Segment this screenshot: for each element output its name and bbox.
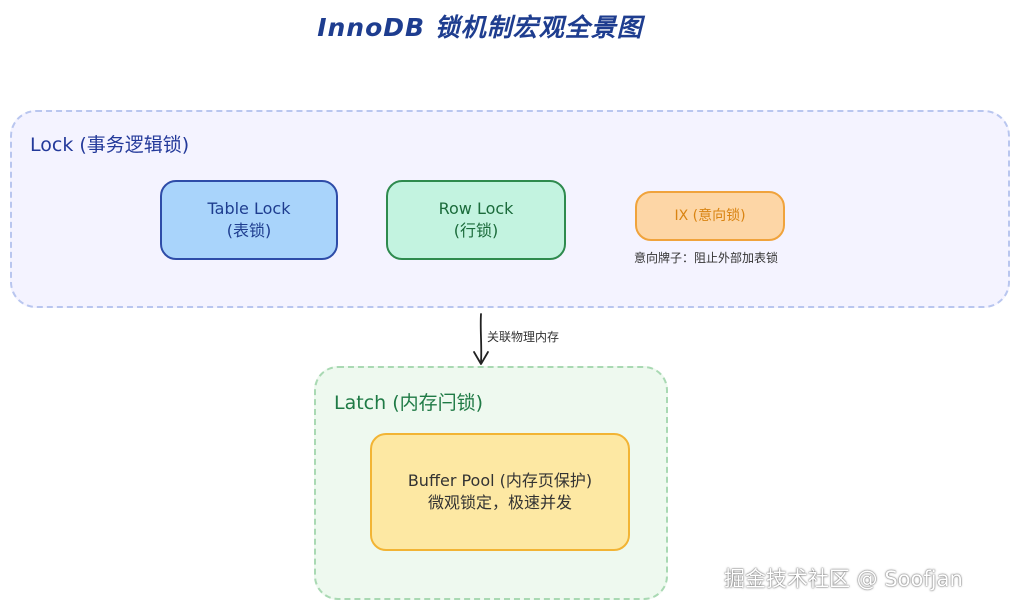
down-arrow-icon (473, 313, 489, 365)
lock-group-label: Lock (事务逻辑锁) (30, 134, 190, 156)
intention-lock-note: 意向牌子：阻止外部加表锁 (634, 251, 779, 265)
buffer-pool-subtitle: 微观锁定，极速并发 (427, 493, 572, 512)
row-lock-subtitle: (行锁) (453, 221, 499, 240)
table-lock-node: Table Lock (表锁) (160, 180, 338, 260)
table-lock-subtitle: (表锁) (226, 221, 272, 240)
buffer-pool-node: Buffer Pool (内存页保护) 微观锁定，极速并发 (370, 433, 630, 551)
edge-label: 关联物理内存 (487, 330, 560, 344)
intention-lock-label: IX (意向锁) (674, 207, 746, 224)
latch-group-label: Latch (内存闩锁) (334, 392, 484, 414)
watermark: 掘金技术社区 @ Soofjan (724, 567, 963, 591)
intention-lock-node: IX (意向锁) (635, 191, 785, 241)
diagram-title: InnoDB 锁机制宏观全景图 (317, 13, 643, 42)
row-lock-node: Row Lock (行锁) (386, 180, 566, 260)
buffer-pool-title: Buffer Pool (内存页保护) (407, 471, 593, 491)
row-lock-title: Row Lock (438, 199, 514, 219)
table-lock-title: Table Lock (207, 199, 291, 219)
